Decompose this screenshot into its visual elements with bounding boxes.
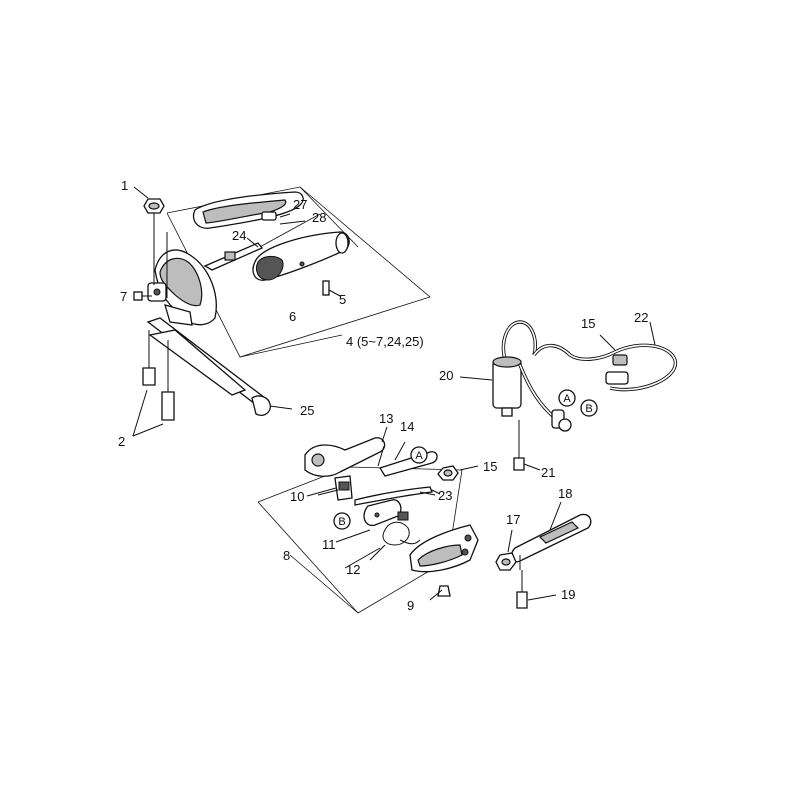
part-20-ignition-coil bbox=[492, 320, 537, 417]
callout-1: 1 bbox=[121, 178, 128, 193]
callout-11: 11 bbox=[322, 537, 336, 552]
grip-assembly bbox=[203, 231, 350, 297]
callout-12: 12 bbox=[346, 562, 360, 577]
callout-24: 24 bbox=[232, 228, 246, 243]
part-17-nut bbox=[495, 552, 517, 571]
part-12-switch-harness bbox=[369, 511, 421, 561]
part-25-lever-rod bbox=[146, 317, 293, 416]
callout-10: 10 bbox=[290, 489, 304, 504]
callout-15-upper: 15 bbox=[581, 316, 595, 331]
upper-handle-cover bbox=[192, 191, 306, 229]
callout-17: 17 bbox=[506, 512, 520, 527]
callout-27: 27 bbox=[293, 197, 307, 212]
callout-22: 22 bbox=[634, 310, 648, 325]
connector-a-lower: A bbox=[410, 446, 428, 464]
leader-lines bbox=[246, 237, 562, 601]
part-18-bracket bbox=[510, 513, 592, 570]
callout-19: 19 bbox=[561, 587, 575, 602]
part-14-cable bbox=[377, 441, 438, 477]
callout-28: 28 bbox=[312, 210, 326, 225]
callout-2: 2 bbox=[118, 434, 125, 449]
callout-13: 13 bbox=[379, 411, 393, 426]
part-19-bolt bbox=[516, 570, 528, 609]
control-lever bbox=[304, 437, 386, 501]
svg-text:B: B bbox=[338, 516, 345, 528]
callout-6: 6 bbox=[289, 309, 296, 324]
callout-7: 7 bbox=[120, 289, 127, 304]
callout-21: 21 bbox=[541, 465, 555, 480]
connector-b-lower: B bbox=[333, 512, 351, 530]
callout-14: 14 bbox=[400, 419, 414, 434]
callout-25: 25 bbox=[300, 403, 314, 418]
callout-9: 9 bbox=[407, 598, 414, 613]
callout-4: 4 (5~7,24,25) bbox=[346, 334, 424, 349]
callout-20: 20 bbox=[439, 368, 453, 383]
part-22-ht-lead bbox=[518, 321, 677, 432]
part-15-nut bbox=[437, 465, 479, 481]
callout-23: 23 bbox=[438, 488, 452, 503]
callout-18: 18 bbox=[558, 486, 572, 501]
svg-text:A: A bbox=[415, 450, 423, 462]
part-21-bolt bbox=[513, 420, 525, 471]
svg-text:A: A bbox=[563, 393, 571, 405]
part-9-lower-housing bbox=[409, 524, 479, 601]
svg-text:B: B bbox=[585, 403, 592, 415]
part-23-cable bbox=[354, 486, 441, 506]
part-7-screw bbox=[133, 291, 152, 301]
callout-8: 8 bbox=[283, 548, 290, 563]
part-11-plate bbox=[363, 499, 402, 527]
callout-15-lower: 15 bbox=[483, 459, 497, 474]
connector-a-upper: A bbox=[558, 389, 576, 407]
part-1-nut bbox=[133, 186, 165, 214]
callout-5: 5 bbox=[339, 292, 346, 307]
connector-b-upper: B bbox=[580, 399, 598, 417]
throttle-housing bbox=[147, 213, 217, 326]
part-2-bolts bbox=[132, 330, 175, 437]
